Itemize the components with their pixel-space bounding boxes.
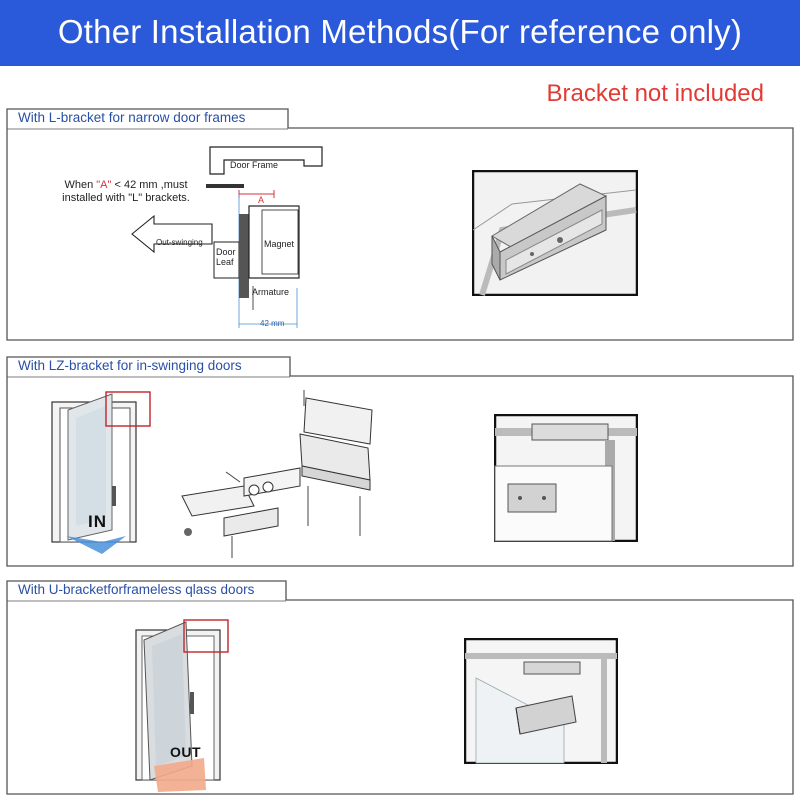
- label-dimension: 42 mm: [260, 319, 285, 328]
- condition-a: "A": [96, 179, 112, 191]
- page-title: Other Installation Methods(For reference…: [57, 13, 743, 50]
- lz-bracket-photo: [494, 414, 638, 542]
- in-swing-door-illustration: [51, 391, 151, 554]
- panel-title: With U-bracketforframeless qlass doors: [18, 582, 255, 597]
- out-swing-door-illustration: [135, 619, 229, 792]
- out-badge: OUT: [170, 744, 202, 760]
- panel-lz-bracket: With LZ-bracket for in-swinging doors IN: [6, 356, 794, 568]
- panel-title: With L-bracket for narrow door frames: [18, 110, 246, 125]
- label-door-frame: Door Frame: [230, 160, 279, 170]
- condition-text: When "A" < 42 mm ,must installed with "L…: [26, 179, 226, 205]
- label-a: A: [258, 195, 265, 205]
- label-magnet: Magnet: [264, 239, 295, 249]
- panel-frame: [6, 580, 794, 795]
- l-bracket-diagram: [131, 146, 323, 328]
- panel-frame: [6, 108, 794, 341]
- panel-title: With LZ-bracket for in-swinging doors: [18, 358, 242, 373]
- condition-pre: When: [64, 179, 97, 191]
- condition-post: < 42 mm ,must: [111, 179, 188, 191]
- panel-u-bracket: With U-bracketforframeless qlass doors O…: [6, 580, 794, 796]
- panel-l-bracket: With L-bracket for narrow door frames Do…: [6, 108, 794, 342]
- bracket-note: Bracket not included: [546, 80, 764, 107]
- label-out-swinging: Out-swinging: [156, 238, 203, 247]
- label-door-leaf: Door Leaf: [216, 247, 236, 267]
- page-header: Other Installation Methods(For reference…: [0, 0, 800, 66]
- u-bracket-photo: [464, 638, 618, 764]
- lz-bracket-exploded-view: [181, 390, 373, 558]
- l-bracket-photo: [472, 170, 638, 296]
- condition-line2: installed with "L" brackets.: [62, 192, 190, 204]
- label-armature: Armature: [252, 287, 290, 297]
- in-badge: IN: [88, 512, 107, 531]
